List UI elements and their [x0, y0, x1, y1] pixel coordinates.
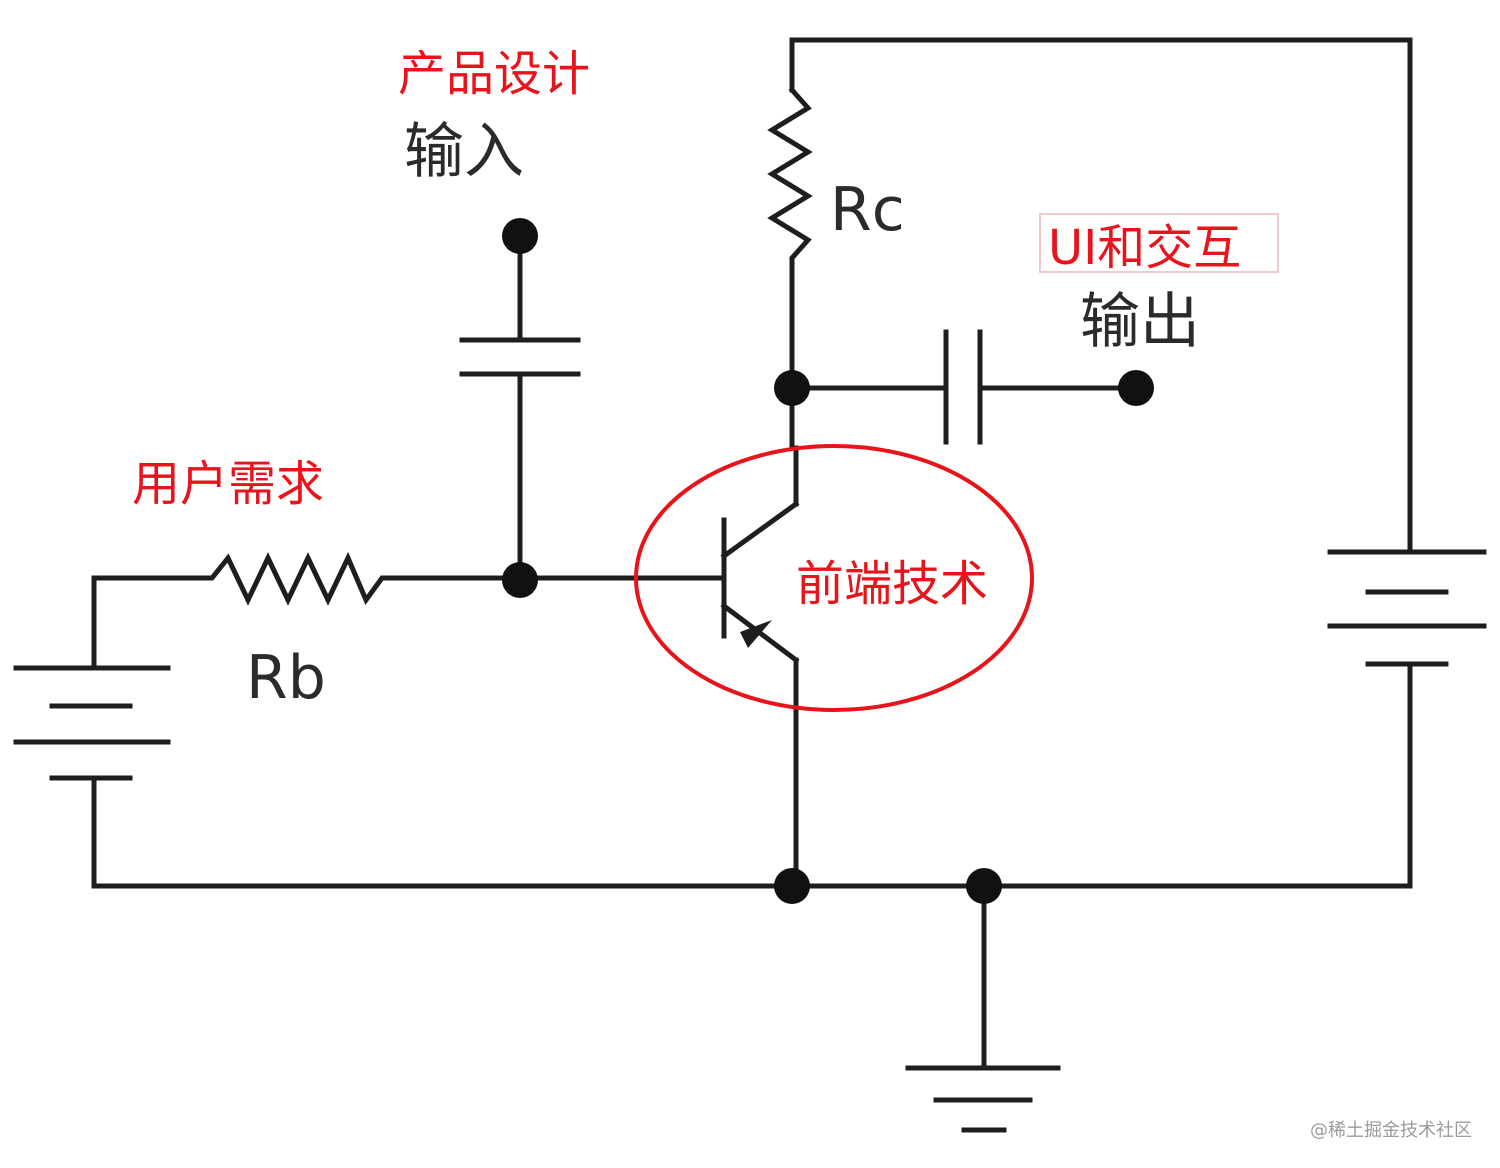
highlight-ellipse — [634, 444, 1034, 712]
rb-label: Rb — [246, 643, 326, 713]
output-capacitor — [789, 329, 1139, 445]
collector-junction — [774, 370, 810, 406]
right-battery — [1327, 37, 1487, 889]
rc-label: Rc — [830, 175, 905, 245]
annotation-frontend-tech: 前端技术 — [796, 556, 988, 612]
output-label: 输出 — [1080, 287, 1200, 357]
ground-junction — [966, 868, 1002, 904]
input-terminal — [502, 218, 538, 254]
ui-annotation-box — [1039, 213, 1279, 273]
resistor-rb — [91, 551, 523, 606]
resistor-rc — [767, 37, 813, 451]
annotation-user-requirements: 用户需求 — [132, 456, 324, 512]
annotation-ui-interaction: UI和交互 — [1048, 220, 1241, 276]
emitter-arrow — [740, 620, 772, 648]
input-label: 输入 — [404, 117, 524, 187]
watermark: @稀土掘金技术社区 — [1310, 1120, 1472, 1141]
base-junction — [502, 562, 538, 598]
input-capacitor — [459, 233, 581, 581]
transistor — [720, 445, 800, 889]
annotation-product-design: 产品设计 — [398, 46, 590, 102]
left-battery — [13, 575, 171, 889]
ground-symbol — [905, 883, 1061, 1133]
emitter-junction — [774, 868, 810, 904]
output-terminal — [1118, 370, 1154, 406]
